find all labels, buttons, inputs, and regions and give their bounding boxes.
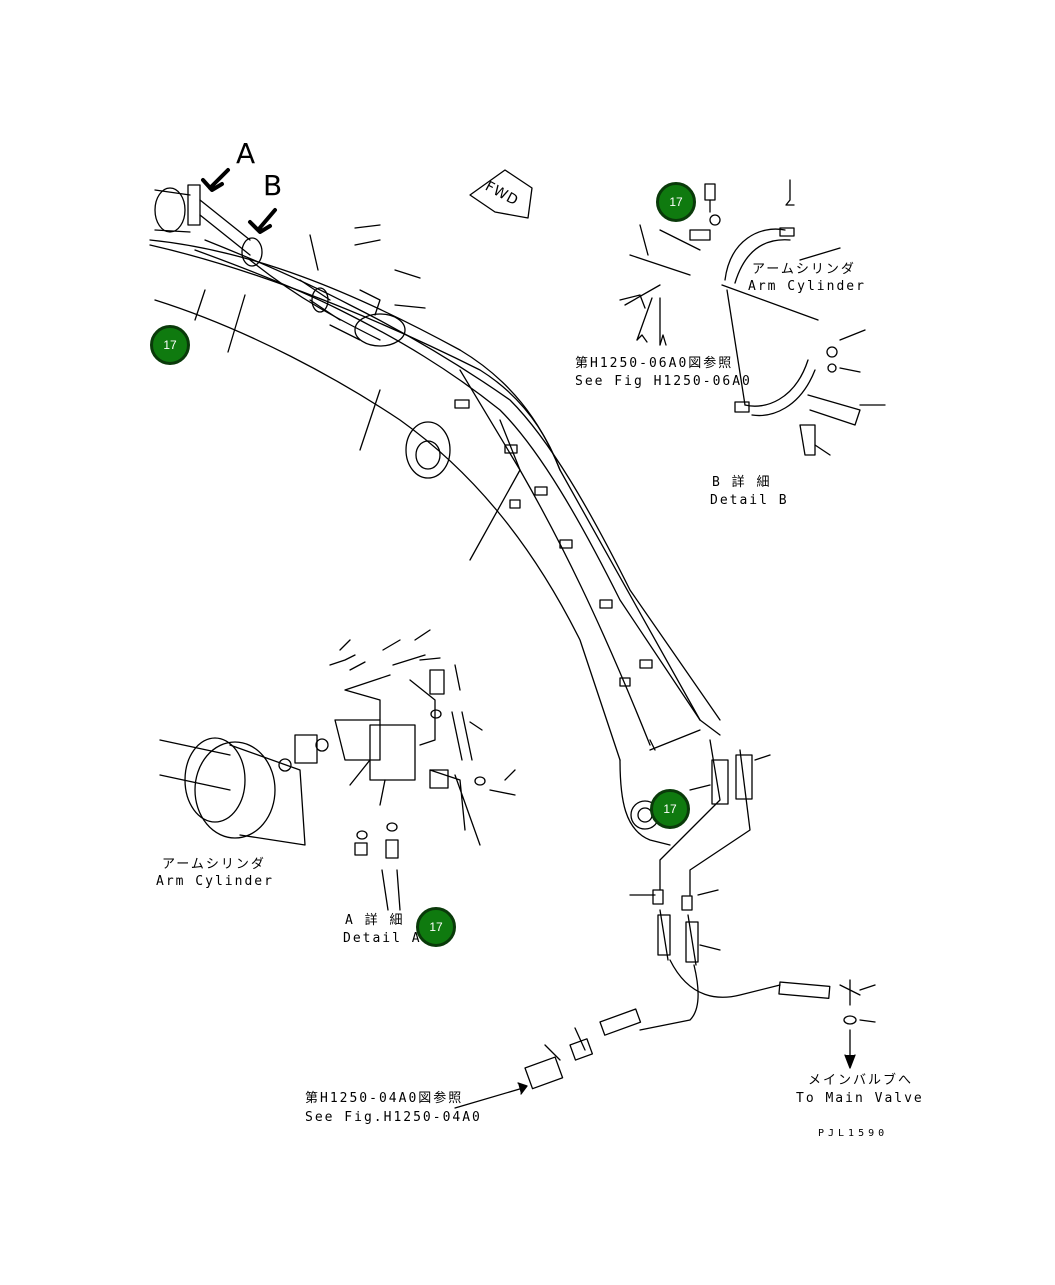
arm-cylinder-top-jp: アームシリンダ bbox=[752, 262, 856, 277]
drawing-code: PJL1590 bbox=[818, 1128, 889, 1139]
arm-cylinder-left-en: Arm Cylinder bbox=[156, 874, 274, 889]
ref-04-jp: 第H1250-04A0図参照 bbox=[305, 1091, 464, 1106]
detail-b-jp: B 詳 細 bbox=[712, 475, 772, 490]
ref-arrows bbox=[636, 334, 667, 346]
view-letter-b: B bbox=[263, 169, 283, 202]
hydraulic-lines bbox=[194, 239, 721, 721]
ref-06-en: See Fig H1250-06A0 bbox=[575, 374, 752, 389]
fwd-arrow-icon bbox=[469, 169, 533, 219]
main-valve-jp: メインバルブへ bbox=[808, 1073, 914, 1088]
detail-a-en: Detail A bbox=[343, 931, 422, 946]
detail-b-clamp bbox=[619, 179, 886, 456]
lower-hoses bbox=[454, 739, 876, 1109]
callout-leader bbox=[194, 289, 246, 353]
detail-a-valve bbox=[159, 629, 516, 911]
part-callout-17[interactable]: 17 bbox=[656, 182, 696, 222]
arm-cylinder-top-en: Arm Cylinder bbox=[748, 279, 866, 294]
arm-body bbox=[149, 239, 721, 846]
arm-cylinder-top-end bbox=[154, 168, 426, 347]
detail-a-jp: A 詳 細 bbox=[345, 913, 405, 928]
detail-b-en: Detail B bbox=[710, 493, 789, 508]
ref-06-jp: 第H1250-06A0図参照 bbox=[575, 356, 734, 371]
arm-cylinder-left-jp: アームシリンダ bbox=[162, 857, 266, 872]
ref-04-en: See Fig.H1250-04A0 bbox=[305, 1110, 482, 1125]
view-letter-a: A bbox=[236, 137, 256, 170]
part-callout-17[interactable]: 17 bbox=[650, 789, 690, 829]
part-callout-17[interactable]: 17 bbox=[150, 325, 190, 365]
main-valve-en: To Main Valve bbox=[796, 1091, 924, 1106]
part-callout-17[interactable]: 17 bbox=[416, 907, 456, 947]
